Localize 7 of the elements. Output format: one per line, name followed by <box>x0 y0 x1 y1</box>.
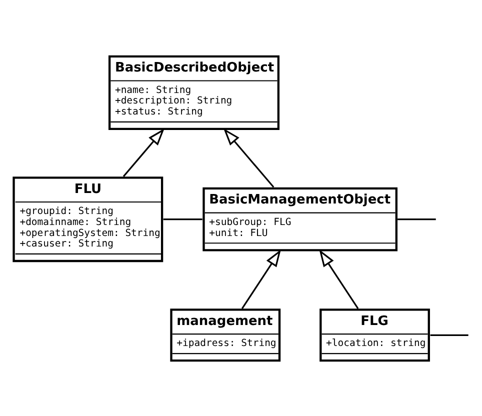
connector <box>430 334 468 336</box>
arrow <box>122 128 164 176</box>
arrow <box>241 248 281 309</box>
connector <box>398 218 436 220</box>
arrow <box>319 248 359 309</box>
connector <box>163 218 202 220</box>
arrow <box>223 128 274 188</box>
